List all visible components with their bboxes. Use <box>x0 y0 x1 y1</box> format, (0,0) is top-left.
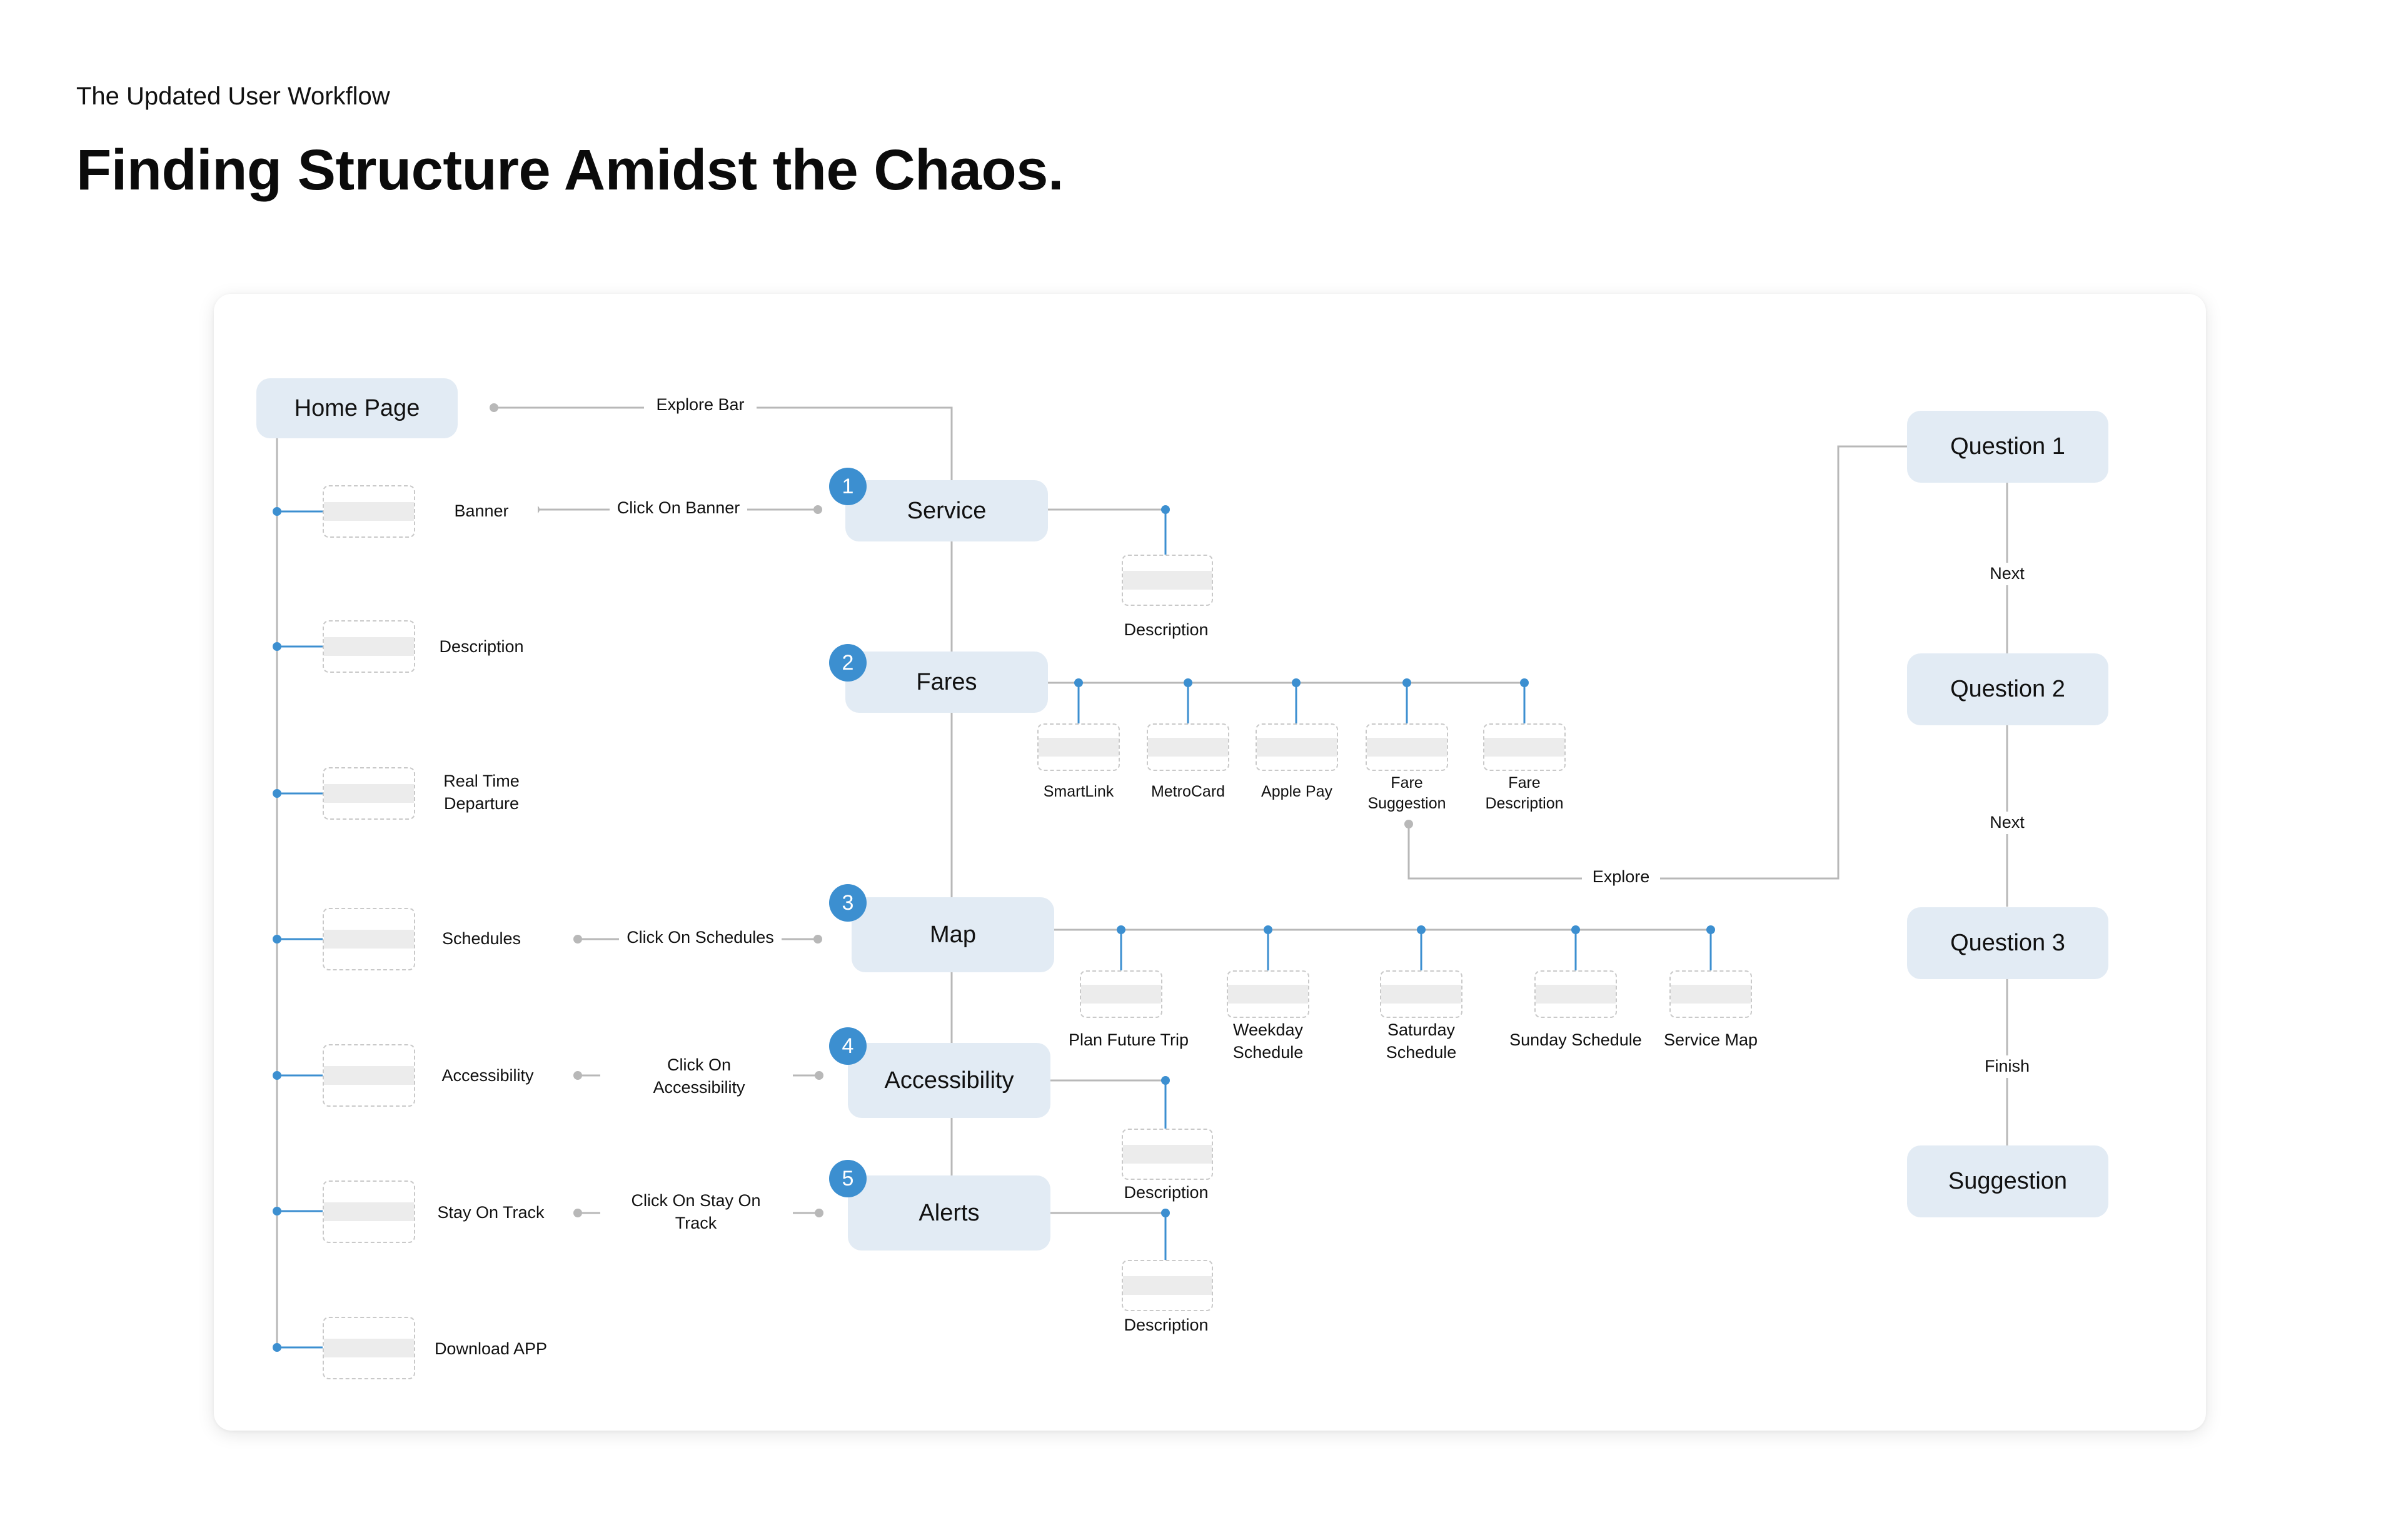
home-item-label-stayontrack: Stay On Track <box>425 1202 556 1224</box>
page-title: Finding Structure Amidst the Chaos. <box>76 138 1064 202</box>
edge-label-click-stay-on-track: Click On Stay On Track <box>616 1190 776 1235</box>
home-item-label-realtime: Real Time Departure <box>425 770 538 815</box>
workflow-card <box>214 294 2206 1431</box>
node-question-1: Question 1 <box>1907 411 2108 483</box>
edge-label-explore: Explore <box>1582 866 1660 888</box>
node-question-2: Question 2 <box>1907 653 2108 725</box>
edge-label-click-banner: Click On Banner <box>610 497 747 520</box>
home-item-label-accessibility: Accessibility <box>425 1065 550 1087</box>
alerts-description-placeholder <box>1122 1260 1213 1311</box>
alerts-description-label: Description <box>1107 1314 1226 1337</box>
question-edge-label-next-1: Next <box>1976 563 2038 585</box>
fares-metrocard-label: MetroCard <box>1138 782 1238 802</box>
map-weekday-label: Weekday Schedule <box>1218 1019 1318 1064</box>
fares-applepay-placeholder <box>1256 723 1338 771</box>
question-edge-label-finish: Finish <box>1976 1055 2038 1078</box>
node-service: Service <box>845 480 1048 541</box>
badge-3: 3 <box>829 884 867 922</box>
service-description-placeholder <box>1122 555 1213 606</box>
fares-description-label: Fare Description <box>1474 773 1574 814</box>
map-plan-trip-placeholder <box>1080 970 1162 1018</box>
node-suggestion: Suggestion <box>1907 1145 2108 1217</box>
node-question-3: Question 3 <box>1907 907 2108 979</box>
fares-description-placeholder <box>1483 723 1566 771</box>
fares-suggestion-label: Fare Suggestion <box>1363 773 1451 814</box>
edge-label-explore-bar: Explore Bar <box>644 394 757 416</box>
home-item-label-banner: Banner <box>425 500 538 523</box>
badge-4: 4 <box>829 1027 867 1065</box>
map-weekday-placeholder <box>1227 970 1309 1018</box>
home-item-description-placeholder <box>323 620 415 673</box>
home-item-label-schedules: Schedules <box>425 928 538 950</box>
home-item-banner-placeholder <box>323 485 415 538</box>
home-item-realtime-placeholder <box>323 767 415 820</box>
node-home-page: Home Page <box>256 378 458 438</box>
accessibility-description-placeholder <box>1122 1129 1213 1180</box>
fares-smartlink-label: SmartLink <box>1029 782 1129 802</box>
service-description-label: Description <box>1107 619 1226 642</box>
home-item-label-description: Description <box>425 636 538 658</box>
fares-applepay-label: Apple Pay <box>1247 782 1347 802</box>
map-service-map-label: Service Map <box>1654 1029 1767 1052</box>
badge-2: 2 <box>829 644 867 682</box>
map-plan-trip-label: Plan Future Trip <box>1057 1029 1200 1052</box>
question-edge-label-next-2: Next <box>1976 812 2038 834</box>
node-fares: Fares <box>845 652 1048 713</box>
map-sunday-label: Sunday Schedule <box>1501 1029 1651 1052</box>
home-item-schedules-placeholder <box>323 908 415 970</box>
node-accessibility: Accessibility <box>848 1043 1050 1118</box>
page-subtitle: The Updated User Workflow <box>76 83 390 110</box>
map-saturday-placeholder <box>1380 970 1462 1018</box>
home-item-stayontrack-placeholder <box>323 1180 415 1243</box>
map-saturday-label: Saturday Schedule <box>1371 1019 1471 1064</box>
fares-suggestion-placeholder <box>1366 723 1448 771</box>
home-item-accessibility-placeholder <box>323 1044 415 1107</box>
fares-smartlink-placeholder <box>1037 723 1120 771</box>
fares-metrocard-placeholder <box>1147 723 1229 771</box>
node-alerts: Alerts <box>848 1175 1050 1251</box>
map-service-map-placeholder <box>1669 970 1752 1018</box>
map-sunday-placeholder <box>1534 970 1617 1018</box>
badge-5: 5 <box>829 1160 867 1197</box>
edge-label-click-schedules: Click On Schedules <box>619 927 782 949</box>
accessibility-description-label: Description <box>1107 1182 1226 1204</box>
node-map: Map <box>852 897 1054 972</box>
home-item-download-placeholder <box>323 1317 415 1379</box>
edge-label-click-accessibility: Click On Accessibility <box>628 1054 770 1099</box>
home-item-label-download: Download APP <box>425 1338 556 1361</box>
badge-1: 1 <box>829 468 867 505</box>
